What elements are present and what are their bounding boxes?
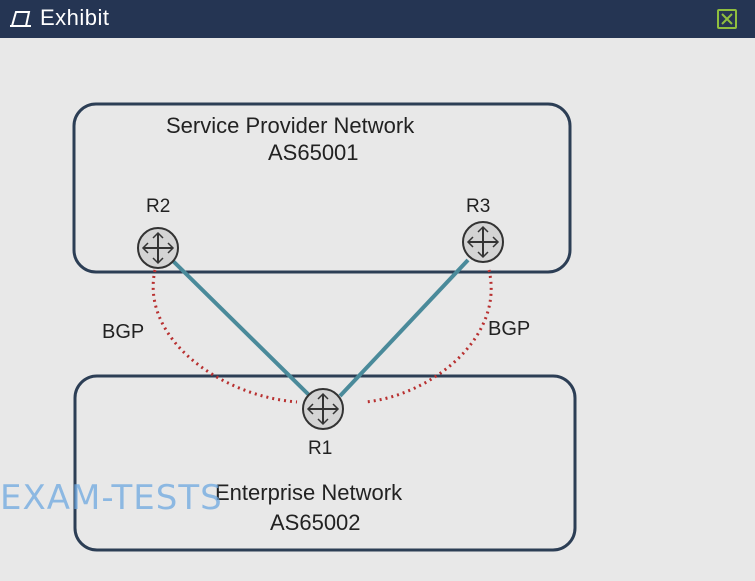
router-r3-icon bbox=[462, 221, 504, 263]
enterprise-network-as: AS65002 bbox=[270, 510, 361, 535]
bgp-label-right: BGP bbox=[488, 318, 531, 340]
bgp-session-r3-r1 bbox=[364, 269, 493, 404]
provider-network-name: Service Provider Network bbox=[166, 113, 415, 138]
exhibit-content: Service Provider Network AS65001 R2 R3 R… bbox=[0, 38, 755, 581]
router-r2-label: R2 bbox=[146, 196, 171, 217]
provider-network-as: AS65001 bbox=[268, 140, 359, 165]
close-button[interactable] bbox=[717, 9, 737, 29]
enterprise-network-name: Enterprise Network bbox=[215, 480, 403, 505]
window-title: Exhibit bbox=[40, 5, 110, 30]
router-r1-label: R1 bbox=[308, 438, 333, 459]
close-icon bbox=[721, 13, 733, 25]
bgp-session-r2-r1 bbox=[151, 269, 298, 404]
enterprise-network-box bbox=[73, 374, 577, 552]
window-titlebar: Exhibit bbox=[0, 0, 755, 38]
router-r1-icon bbox=[302, 388, 344, 430]
link-r3-r1 bbox=[338, 258, 470, 398]
watermark-text: EXAM-TESTS bbox=[0, 478, 223, 518]
bgp-label-left: BGP bbox=[102, 321, 145, 343]
router-r2-icon bbox=[137, 227, 179, 269]
link-r2-r1 bbox=[170, 258, 312, 398]
router-r3-label: R3 bbox=[466, 196, 491, 217]
exhibit-icon bbox=[9, 9, 33, 29]
network-diagram bbox=[72, 102, 577, 552]
provider-network-box bbox=[72, 102, 572, 274]
